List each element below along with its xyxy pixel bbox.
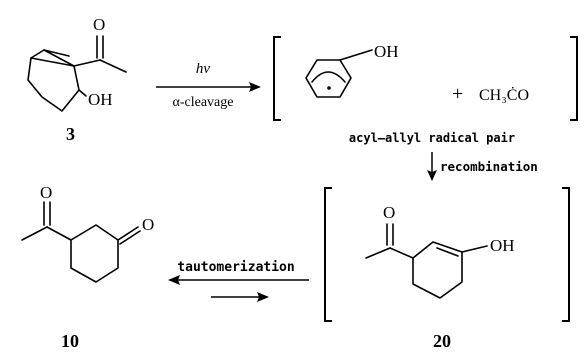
radical-pair-plus: + <box>452 83 463 105</box>
radical-pair-oh: OH <box>374 42 399 61</box>
compound-20-carbonyl-o: O <box>383 203 395 222</box>
compound-3-number: 3 <box>66 124 75 144</box>
compound-20-left-bracket <box>324 187 332 322</box>
arrow-recombination: recombination <box>427 152 538 181</box>
compound-20-number: 20 <box>433 331 451 351</box>
compound-3-carbonyl-o: O <box>93 15 105 34</box>
compound-20: O OH 20 <box>324 187 570 351</box>
compound-3-structure <box>27 35 127 112</box>
compound-20-enol-double-bond <box>436 247 459 257</box>
compound-10-o-2: O <box>142 215 154 234</box>
right-bracket <box>570 36 578 121</box>
radical-dot <box>327 86 331 90</box>
arrow-alpha-cleavage: hν α-cleavage <box>156 61 261 110</box>
compound-10-structure <box>21 201 141 283</box>
compound-10-o-1: O <box>40 183 52 202</box>
left-bracket <box>273 36 281 121</box>
compound-20-oh: OH <box>490 236 515 255</box>
compound-3-oh: OH <box>88 90 113 109</box>
arrow-recombination-label: recombination <box>440 159 538 174</box>
acyl-radical-formula: CH₃ĊO <box>479 86 529 104</box>
compound-3-ring-double-bond <box>43 49 70 57</box>
arrow-alpha-cleavage-label: α-cleavage <box>173 95 234 110</box>
compound-10: O O 10 <box>21 183 154 351</box>
compound-3: O OH 3 <box>27 15 127 144</box>
compound-10-number: 10 <box>61 331 79 351</box>
arrow-tautomerization-label: tautomerization <box>177 260 294 275</box>
arrow-tautomerization: tautomerization <box>168 260 309 302</box>
compound-20-right-bracket <box>562 187 570 322</box>
radical-pair: OH + CH₃ĊO acyl–allyl radical pair <box>273 36 578 145</box>
allyl-radical-structure <box>305 49 373 98</box>
arrow-hv-label: hν <box>196 61 211 77</box>
radical-pair-caption: acyl–allyl radical pair <box>349 131 515 145</box>
compound-20-structure <box>365 223 488 299</box>
